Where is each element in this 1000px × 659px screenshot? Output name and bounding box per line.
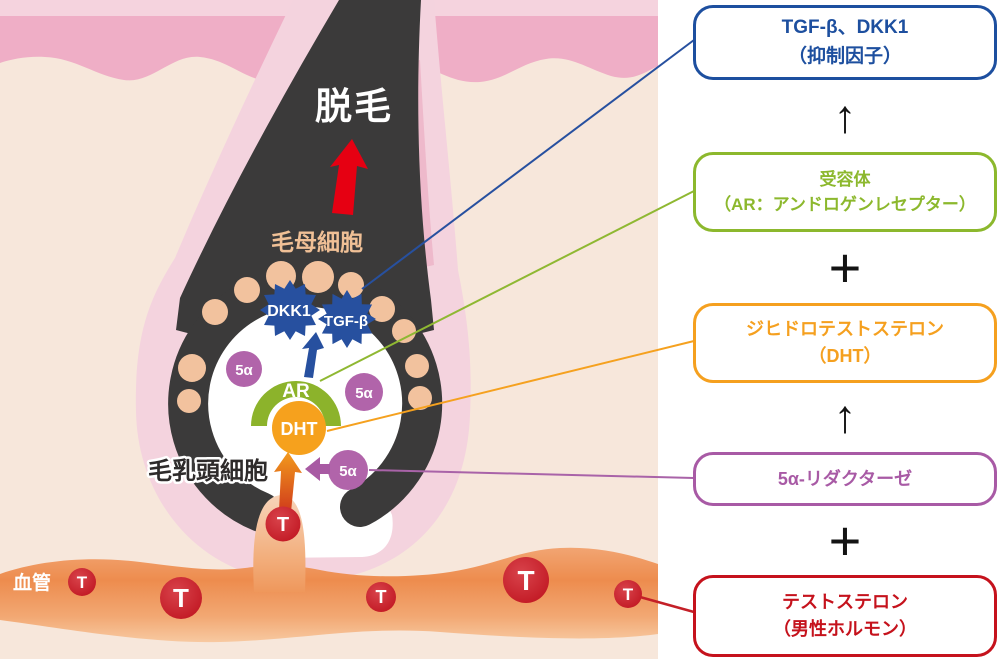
hair-matrix-cell bbox=[392, 319, 416, 343]
testosterone-box-line2: （男性ホルモン） bbox=[773, 619, 917, 639]
five-alpha-label: 5α bbox=[355, 385, 373, 402]
receptor-box-line1: 受容体 bbox=[819, 169, 871, 189]
tgf-beta-starburst bbox=[318, 290, 376, 348]
five-alpha-action-arrow-icon bbox=[305, 457, 330, 481]
testosterone-label: T bbox=[517, 565, 534, 596]
dht-circle bbox=[272, 401, 326, 455]
connector-testosterone bbox=[639, 595, 695, 614]
testosterone-circle bbox=[160, 577, 202, 619]
bulb-wall bbox=[168, 266, 443, 532]
hair-matrix-cell bbox=[405, 354, 429, 378]
hair-matrix-cells bbox=[177, 261, 432, 413]
five-alpha-label: 5α bbox=[235, 362, 253, 379]
plus-icon: + bbox=[828, 509, 862, 572]
inhibitor-box: TGF-β、DKK1 （抑制因子） bbox=[693, 5, 997, 80]
reductase-box: 5α-リダクターゼ bbox=[693, 452, 997, 506]
testosterone-circle bbox=[68, 568, 96, 596]
receptor-box-line2: （AR：アンドロゲンレセプター） bbox=[714, 195, 976, 214]
connector-inhibitor bbox=[361, 39, 695, 290]
reductase-box-line1: 5α-リダクターゼ bbox=[777, 468, 913, 489]
hair-matrix-cell bbox=[369, 296, 395, 322]
dht-box: ジヒドロテストステロン （DHT） bbox=[693, 303, 997, 383]
hair-matrix-cell bbox=[178, 354, 206, 382]
hair-matrix-cells-label: 毛母細胞 bbox=[271, 229, 363, 255]
hair-shaft bbox=[176, 0, 434, 347]
connector-lines bbox=[319, 39, 695, 614]
testosterone-circle bbox=[614, 580, 642, 608]
signal-arrow-up-icon bbox=[302, 332, 324, 378]
testosterone-label: T bbox=[173, 583, 189, 613]
testosterone-circle bbox=[366, 582, 396, 612]
inhibitor-box-line2: （抑制因子） bbox=[787, 45, 902, 67]
dkk1-starburst bbox=[260, 280, 320, 340]
ar-label: AR bbox=[282, 381, 310, 402]
up-arrow-icon: ↑ bbox=[833, 90, 857, 142]
five-alpha-circle bbox=[328, 450, 368, 490]
tgf-beta-label: TGF-β bbox=[324, 313, 368, 330]
testosterone-label: T bbox=[623, 585, 634, 604]
testosterone-label: T bbox=[277, 514, 289, 536]
hair-matrix-cell bbox=[177, 389, 201, 413]
testosterone-circle bbox=[265, 506, 301, 542]
connector-receptor bbox=[319, 190, 695, 382]
ar-receptor-arc bbox=[251, 381, 341, 426]
dht-box-line1: ジヒドロテストステロン bbox=[746, 319, 944, 339]
inhibitor-factors: DKK1 TGF-β bbox=[260, 280, 376, 348]
five-alpha-label: 5α bbox=[339, 463, 357, 480]
connector-dht bbox=[326, 340, 695, 432]
hair-loss-label: 脱毛 bbox=[315, 86, 393, 127]
dht-box-line2: （DHT） bbox=[808, 346, 882, 366]
five-alpha-reductase: 5α 5α 5α bbox=[226, 351, 383, 490]
blood-vessel-label: 血管 bbox=[13, 571, 51, 594]
testosterone-label: T bbox=[77, 573, 88, 592]
five-alpha-circle bbox=[226, 351, 262, 387]
dkk1-label: DKK1 bbox=[267, 303, 311, 320]
testosterone-to-dht-arrow-icon bbox=[274, 452, 302, 512]
testosterone-circle bbox=[503, 557, 549, 603]
hair-matrix-cell bbox=[338, 272, 364, 298]
dht-label: DHT bbox=[281, 419, 318, 439]
testosterone-label: T bbox=[376, 587, 387, 607]
hair-matrix-cell bbox=[234, 277, 260, 303]
five-alpha-circle bbox=[345, 373, 383, 411]
connector-reductase bbox=[368, 469, 695, 479]
testosterone-box-line1: テストステロン bbox=[782, 592, 908, 612]
hair-matrix-cell bbox=[408, 386, 432, 410]
dermal-papilla-cells-label: 毛乳頭細胞 bbox=[148, 457, 268, 485]
vessel-testosterone: T T T T T bbox=[68, 557, 642, 619]
blood-vessel bbox=[0, 547, 658, 643]
up-arrow-icon: ↑ bbox=[833, 390, 857, 442]
hair-loss-arrow-icon bbox=[330, 139, 368, 215]
hair-matrix-cell bbox=[302, 261, 334, 293]
receptor-box: 受容体 （AR：アンドロゲンレセプター） bbox=[693, 152, 997, 232]
hair-matrix-cell bbox=[202, 299, 228, 325]
plus-icon: + bbox=[828, 236, 862, 299]
inhibitor-box-line1: TGF-β、DKK1 bbox=[781, 17, 909, 38]
testosterone-box: テストステロン （男性ホルモン） bbox=[693, 575, 997, 657]
